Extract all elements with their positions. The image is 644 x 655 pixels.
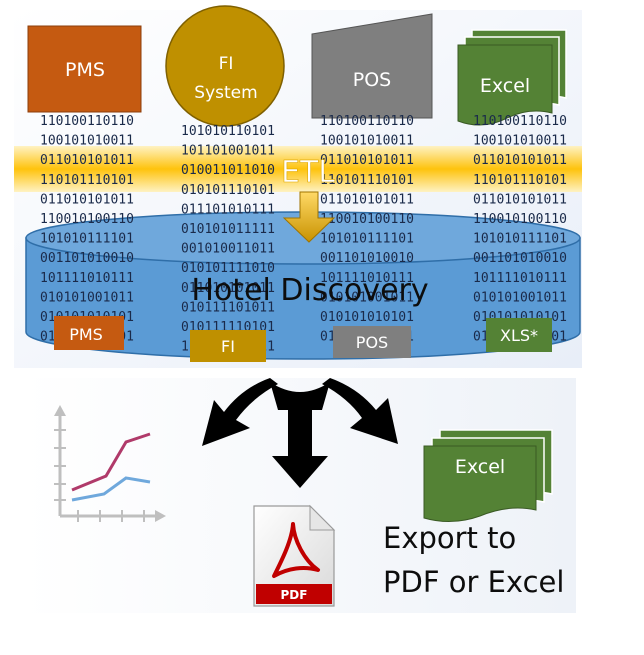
db-tag-xls: XLS*: [486, 318, 552, 352]
etl-label: ETL: [281, 155, 335, 190]
binary-row: 011010101011: [473, 192, 567, 207]
source-fi-system: FI System: [165, 5, 285, 127]
split-arrow-right: [322, 378, 398, 444]
binary-row: 101010111101: [320, 232, 414, 247]
binary-row: 011010101011: [320, 153, 414, 168]
binary-row: 110100110110: [40, 114, 134, 129]
export-text-line1: Export to: [383, 521, 516, 555]
binary-row: 010101001011: [320, 290, 414, 305]
output-excel: Excel: [423, 429, 553, 522]
binary-row: 010101110101: [181, 183, 275, 198]
source-pms-label: PMS: [65, 59, 105, 81]
svg-text:XLS*: XLS*: [500, 326, 538, 345]
source-fi-label-line2: System: [194, 83, 257, 103]
binary-row: 011101010111: [181, 202, 275, 217]
output-excel-label: Excel: [455, 456, 505, 478]
binary-row: 011010101011: [40, 153, 134, 168]
db-tag-pms: PMS: [54, 316, 124, 350]
source-pms: PMS: [27, 25, 142, 113]
split-arrow-left: [202, 378, 278, 446]
binary-row: 011010101011: [40, 192, 134, 207]
binary-row: 010101001011: [473, 290, 567, 305]
binary-row: 010101111010: [181, 261, 275, 276]
binary-row: 110101110101: [320, 173, 414, 188]
binary-row: 101111010111: [320, 271, 414, 286]
binary-row: 110101110101: [473, 173, 567, 188]
source-excel-label: Excel: [480, 75, 530, 97]
binary-row: 010101001011: [40, 290, 134, 305]
svg-text:FI: FI: [221, 337, 235, 356]
binary-row: 010101011111: [181, 222, 275, 237]
split-arrow-down: [272, 410, 328, 488]
binary-row: 110010100110: [320, 212, 414, 227]
binary-row: 110010100110: [473, 212, 567, 227]
binary-row: 110100110110: [320, 114, 414, 129]
binary-row: 010111101011: [181, 300, 275, 315]
svg-text:POS: POS: [356, 333, 388, 352]
binary-row: 001101010010: [40, 251, 134, 266]
split-arrow-trunk: [270, 382, 330, 410]
binary-row: 100101010011: [40, 134, 134, 149]
binary-row: 010101010101: [320, 310, 414, 325]
acrobat-logo-icon: [272, 522, 320, 578]
binary-row: 011010101011: [473, 153, 567, 168]
source-pos: POS: [311, 13, 433, 119]
binary-row: 101111010111: [40, 271, 134, 286]
binary-row: 100101010011: [473, 134, 567, 149]
binary-row: 001010011011: [181, 242, 275, 257]
binary-row: 101010111101: [40, 232, 134, 247]
binary-row: 001101010010: [320, 251, 414, 266]
binary-row: 011010101011: [320, 192, 414, 207]
svg-text:PMS: PMS: [69, 325, 103, 344]
binary-row: 101111010111: [473, 271, 567, 286]
etl-band: [14, 146, 582, 192]
chart-icon: [54, 405, 166, 522]
binary-row: 110100110110: [473, 114, 567, 129]
pdf-icon: PDF: [253, 504, 336, 607]
binary-row: 001101010010: [473, 251, 567, 266]
binary-row: 101010111101: [473, 232, 567, 247]
db-tag-fi: FI: [190, 330, 266, 362]
binary-row: 110010100110: [40, 212, 134, 227]
binary-row: 110101110101: [40, 173, 134, 188]
source-pos-label: POS: [353, 69, 391, 91]
pdf-icon-label: PDF: [281, 588, 308, 602]
binary-row: 011010101011: [181, 281, 275, 296]
binary-row: 101101001011: [181, 144, 275, 159]
source-fi-label-line1: FI: [219, 54, 234, 74]
export-text-line2: PDF or Excel: [383, 565, 564, 599]
source-excel: Excel: [457, 29, 567, 126]
binary-row: 100101010011: [320, 134, 414, 149]
binary-column-3: 110100110110 100101010011 011010101011 1101…: [320, 114, 414, 345]
split-arrows: [202, 378, 398, 488]
database-title: Hotel Discovery: [191, 273, 428, 308]
binary-row: 101010110101: [181, 124, 275, 139]
db-tag-pos: POS: [333, 326, 411, 358]
binary-row: 010011011010: [181, 163, 275, 178]
etl-down-arrow: [282, 191, 336, 243]
